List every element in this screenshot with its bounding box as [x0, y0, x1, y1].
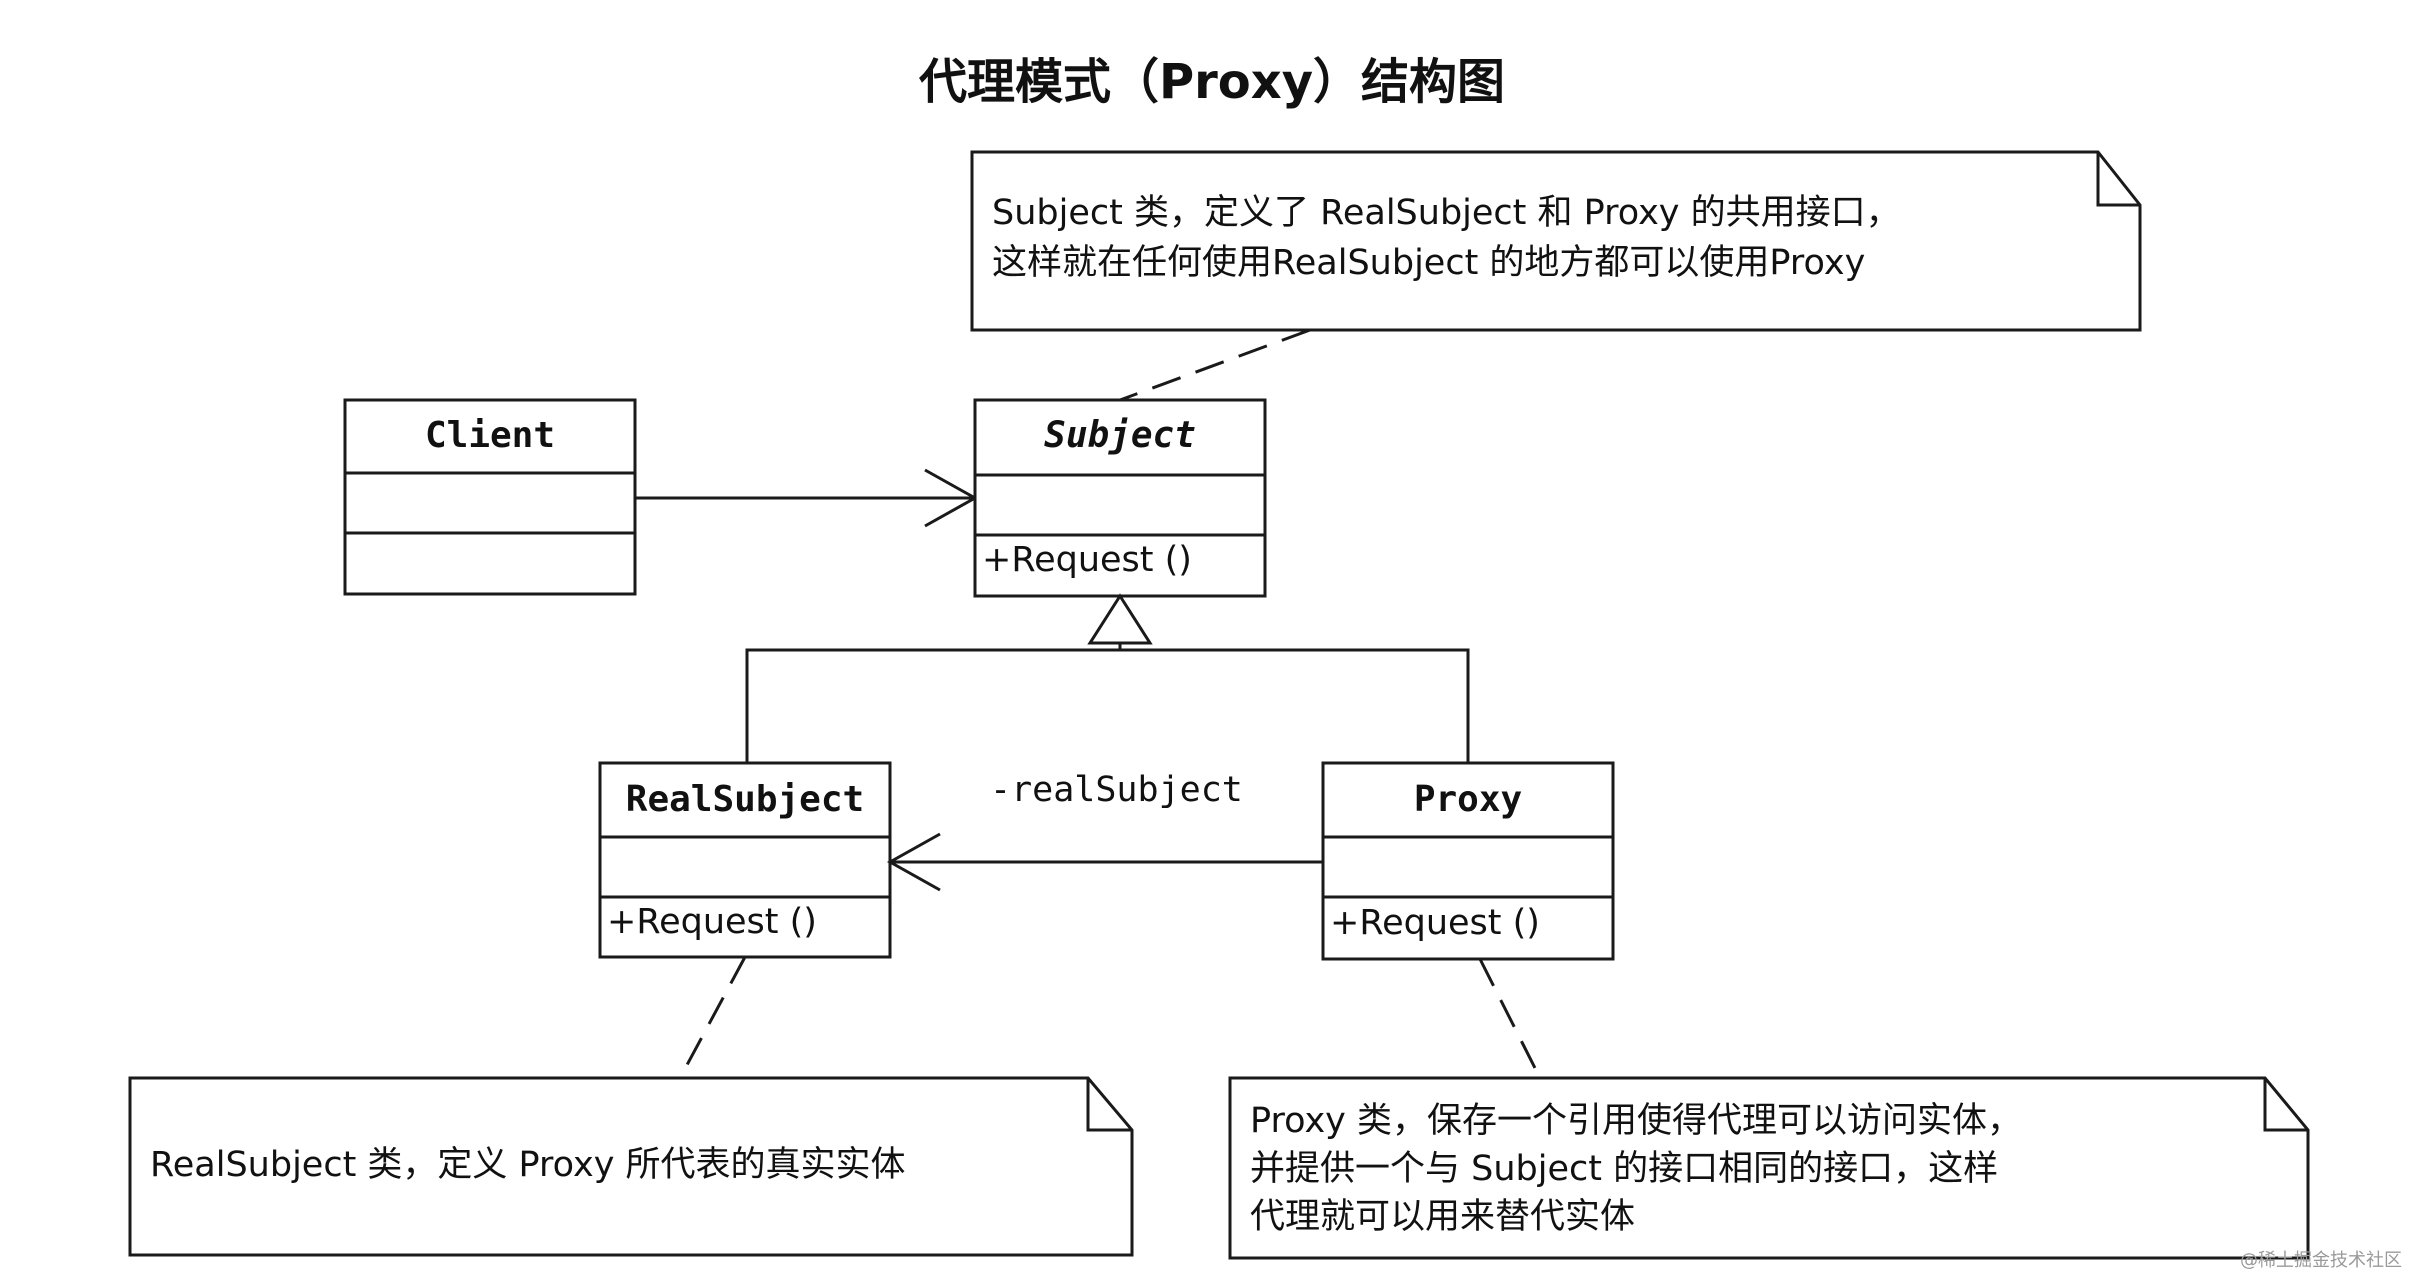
association-label: -realSubject [990, 770, 1243, 810]
proxy-class-name: Proxy [1413, 779, 1523, 820]
subject-note-line-1: Subject 类，定义了 RealSubject 和 Proxy 的共用接口， [992, 193, 1901, 233]
subject-note-connector [1119, 328, 1311, 402]
proxy-note-line-1: Proxy 类，保存一个引用使得代理可以访问实体， [1250, 1101, 2023, 1141]
subject-note-line-2: 这样就在任何使用RealSubject 的地方都可以使用Proxy [992, 243, 1866, 283]
client-class-box [343, 398, 637, 596]
diagram-title: 代理模式（Proxy）结构图 [918, 54, 1506, 110]
subject-class-box [973, 398, 1267, 598]
realsubject-note-fold [1086, 1078, 1132, 1132]
subject-class-name: Subject [1044, 415, 1196, 456]
proxy-note-line-2: 并提供一个与 Subject 的接口相同的接口，这样 [1250, 1149, 1999, 1189]
proxy-operation: +Request () [1330, 903, 1540, 943]
realsubject-note-connector [678, 956, 747, 1079]
proxy-note-shape [1228, 1076, 2310, 1260]
realsubject-operation: +Request () [607, 902, 817, 942]
realsubject-note-shape [128, 1076, 1134, 1257]
watermark: @稀土掘金技术社区 [2240, 1250, 2402, 1271]
proxy-realsubject-arrowhead [886, 832, 941, 892]
realsubject-class-name: RealSubject [625, 779, 865, 820]
proxy-class-box [1321, 761, 1615, 961]
realsubject-class-box [598, 761, 892, 959]
proxy-note-fold [2263, 1078, 2308, 1132]
generalization-branches [745, 648, 1470, 763]
subject-operation: +Request () [982, 540, 1192, 580]
proxy-note-connector [1478, 958, 1542, 1079]
subject-note-shape [970, 150, 2142, 332]
proxy-note-line-3: 代理就可以用来替代实体 [1250, 1197, 1636, 1237]
generalization-triangle [1087, 593, 1153, 645]
subject-note-fold [2096, 152, 2140, 207]
client-class-name: Client [424, 415, 556, 456]
realsubject-note-line-1: RealSubject 类，定义 Proxy 所代表的真实实体 [150, 1145, 906, 1185]
